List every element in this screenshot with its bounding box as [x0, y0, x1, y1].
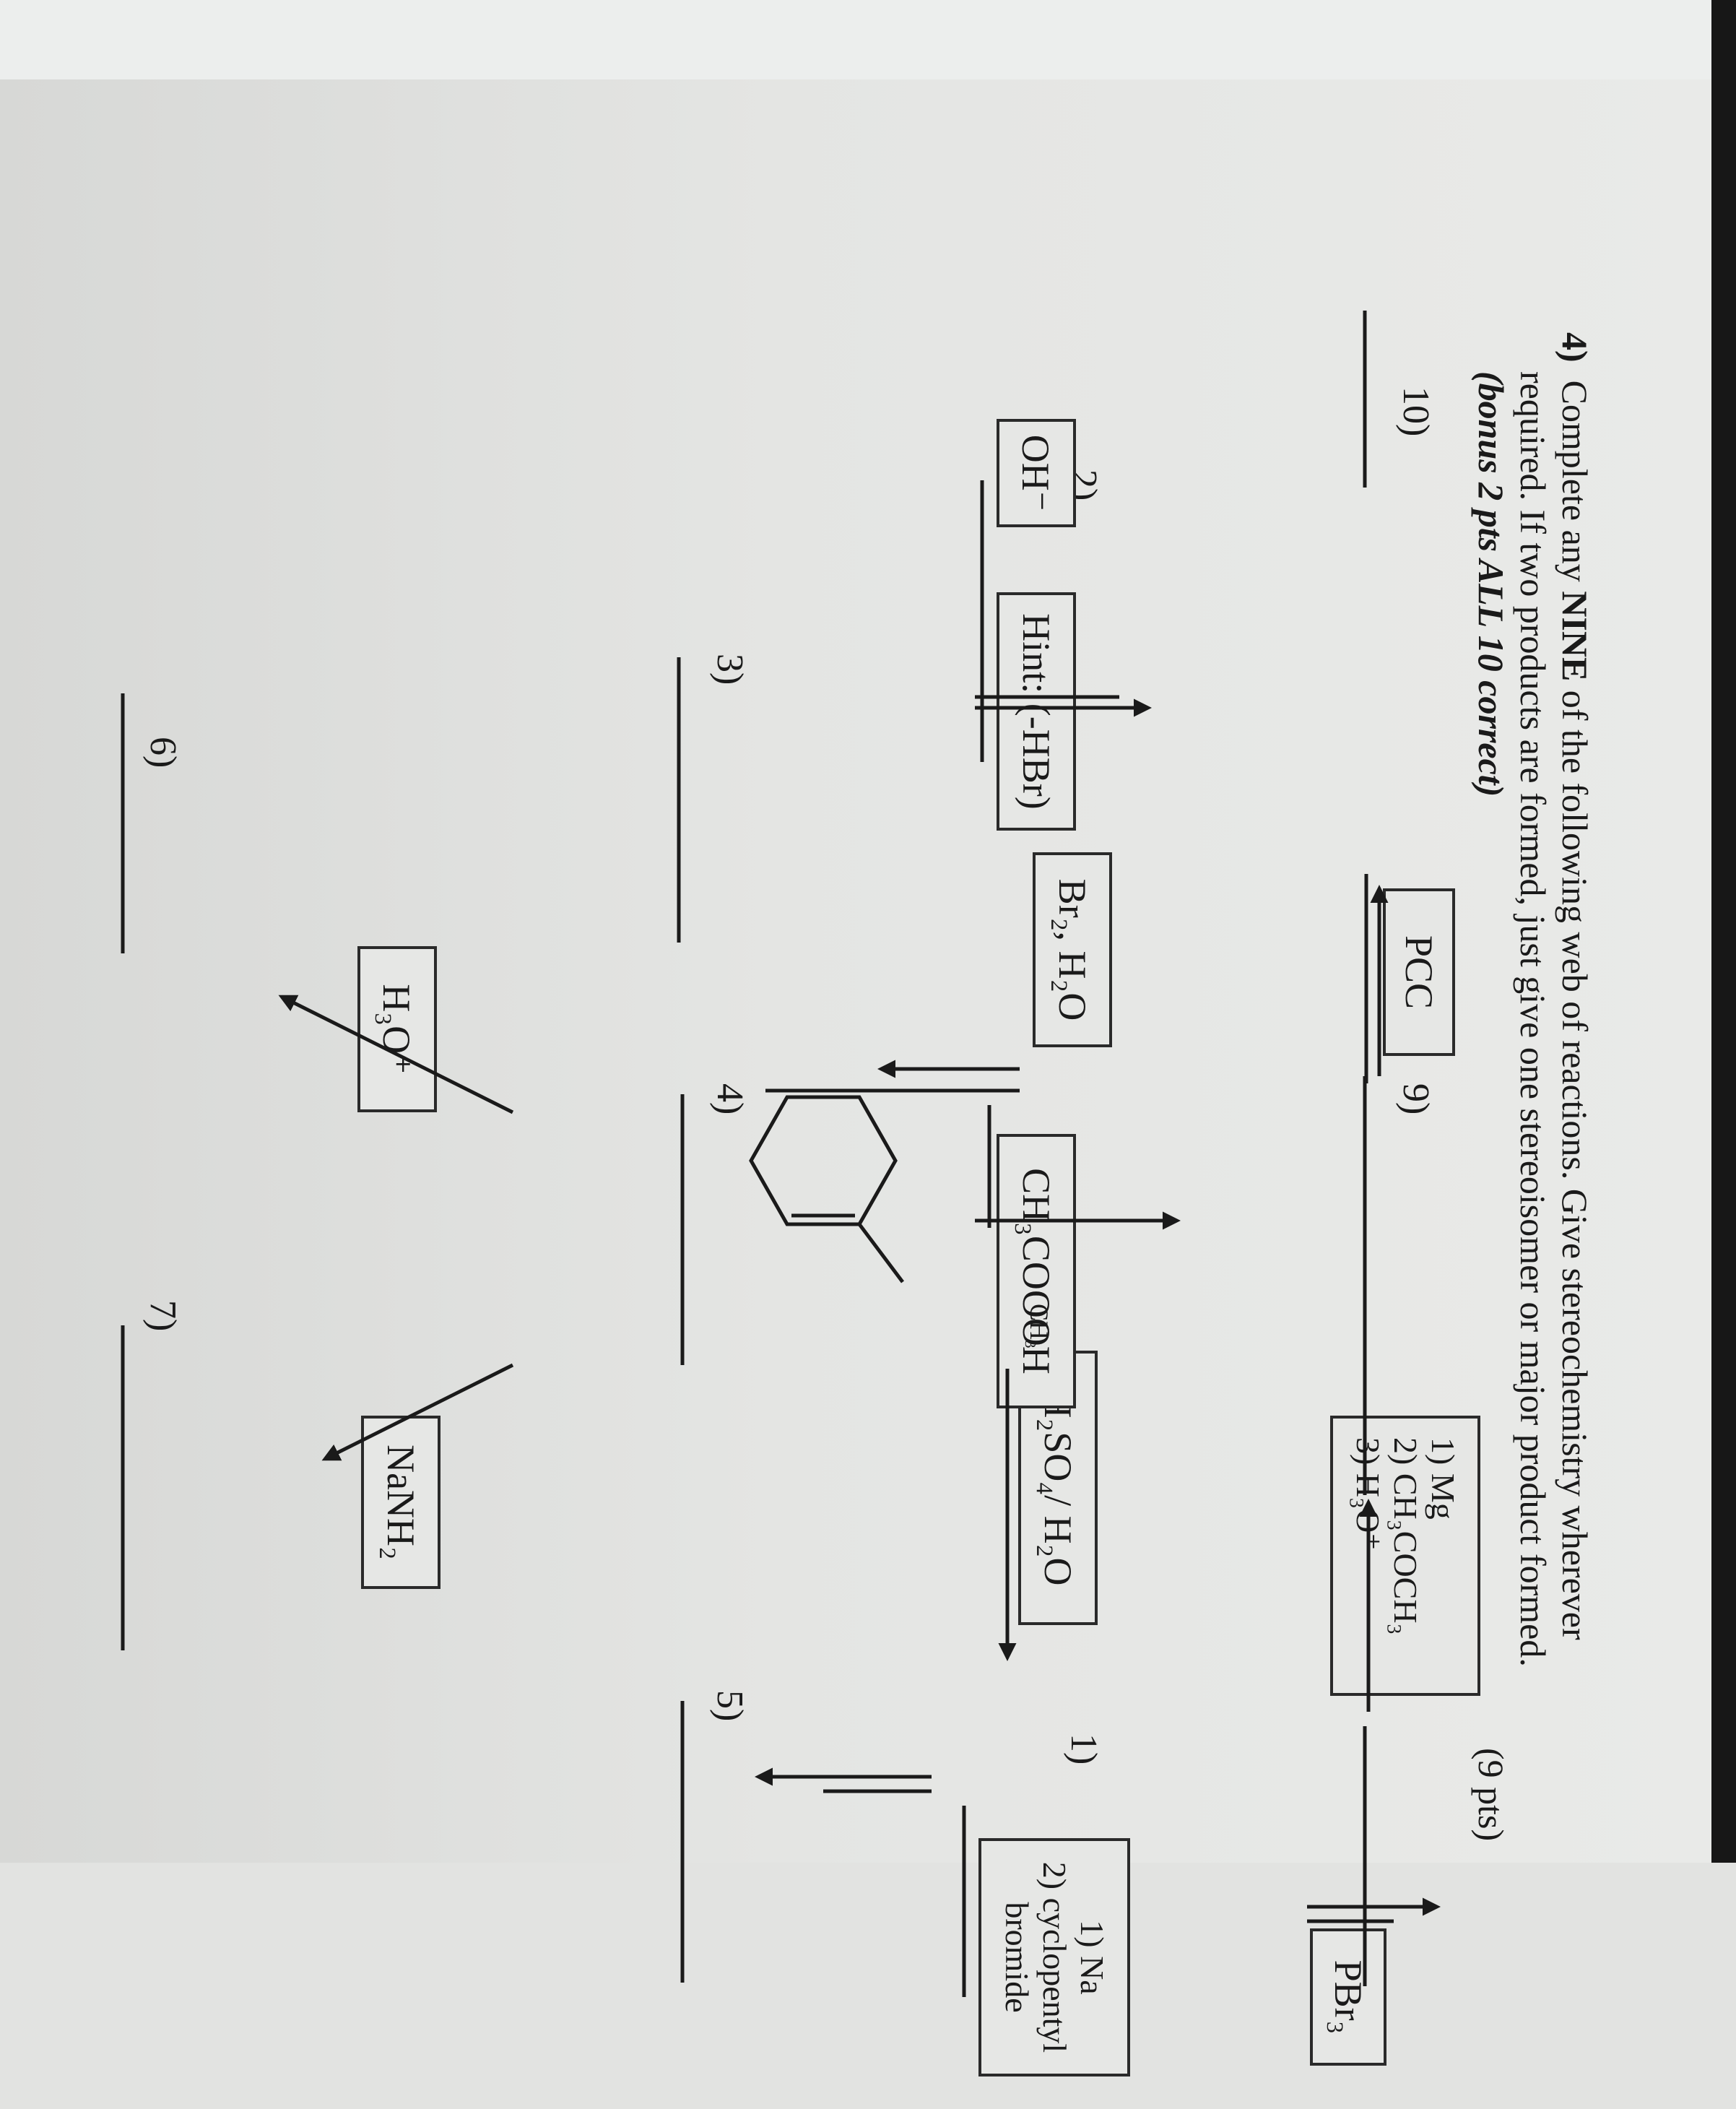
arrow-h3o — [278, 995, 514, 1114]
dark-edge — [1711, 0, 1736, 1863]
methyl-bond — [858, 1223, 904, 1283]
arrow-nanh2 — [321, 1363, 514, 1461]
cyclohexene-ring — [749, 1095, 898, 1226]
background-top-band — [0, 0, 1736, 79]
reaction-web-drawing — [121, 311, 1441, 1997]
worksheet: 4) Complete any NINE of the following we… — [72, 303, 1625, 2109]
